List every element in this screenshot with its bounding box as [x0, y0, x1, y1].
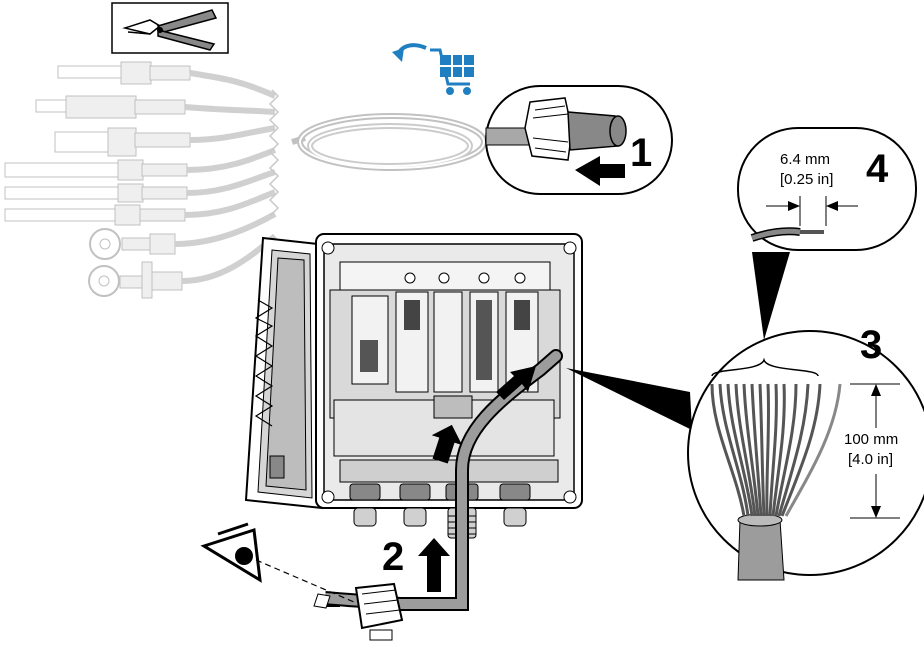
- sensor-group: [4, 61, 280, 299]
- sensor-2: [35, 95, 276, 119]
- step3-callout: 100 mm [4.0 in] 3: [566, 323, 924, 581]
- step4-callout: 6.4 mm [0.25 in] 4: [737, 127, 917, 340]
- brace: [711, 357, 819, 377]
- sensor-4: [4, 147, 277, 181]
- sensor-5: [4, 169, 276, 203]
- sensor-3: [54, 125, 276, 157]
- step2-group: 2: [200, 522, 469, 641]
- shopping-cart-icon: [392, 43, 474, 95]
- step3-number: 3: [860, 323, 882, 367]
- sight-line: [255, 559, 355, 603]
- cable-gland-nut: [354, 582, 404, 641]
- push-arrow-1: [575, 156, 625, 186]
- step4-number: 4: [866, 147, 889, 191]
- strip-length-mm: 6.4 mm: [780, 151, 830, 168]
- step1-number: 1: [630, 131, 652, 175]
- sensor-6: [4, 189, 277, 226]
- step1-callout: 1: [485, 85, 673, 195]
- jacket-length-mm: 100 mm: [844, 431, 898, 448]
- controller-enclosure: [244, 233, 583, 567]
- cable-coil: [291, 113, 487, 171]
- wire-cutter-icon: [111, 2, 229, 54]
- stripped-wires: [710, 383, 842, 517]
- eye-icon: [200, 522, 262, 583]
- route-arrow-diagonal: [496, 366, 536, 400]
- jacket-length-in: [4.0 in]: [848, 451, 893, 468]
- cable-break-line: [268, 89, 280, 217]
- sensor-1: [57, 61, 277, 99]
- route-arrow-up: [431, 424, 463, 464]
- sensor-7: [89, 211, 277, 260]
- push-arrow-2: [418, 538, 450, 592]
- step2-number: 2: [382, 535, 404, 579]
- strip-length-in: [0.25 in]: [780, 171, 833, 188]
